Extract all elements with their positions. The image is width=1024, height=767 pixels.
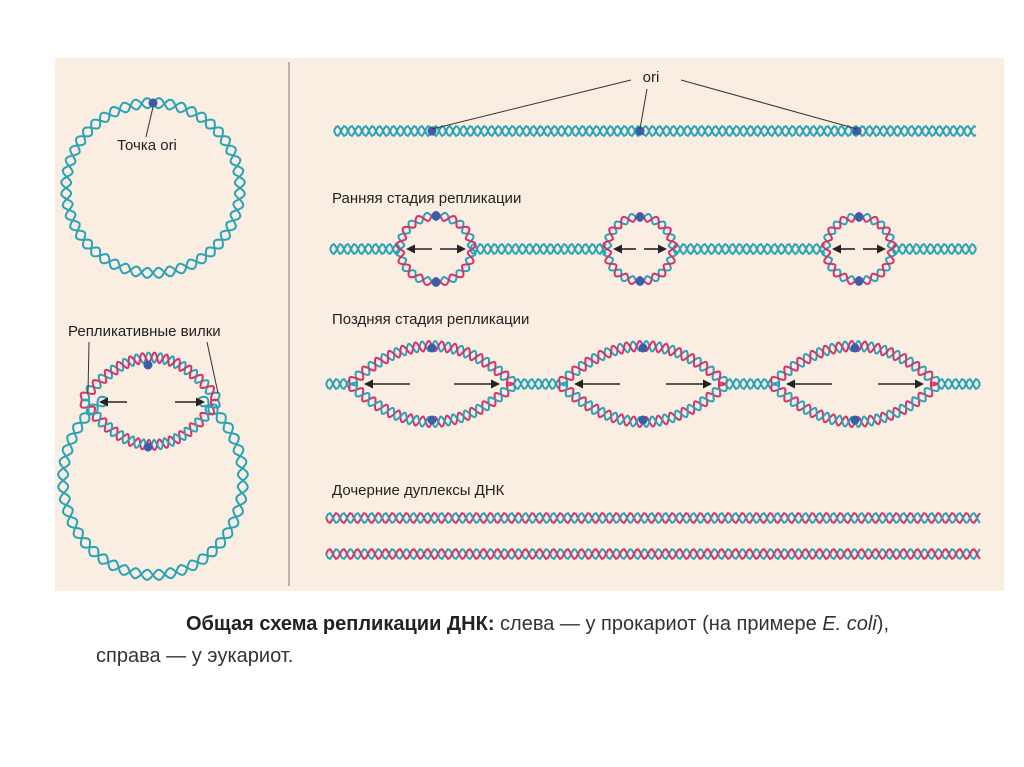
early-bubble-1-dot-top	[432, 212, 441, 221]
caption-species: E. coli	[822, 613, 876, 635]
late-bubble-1-dot-bottom	[428, 416, 437, 425]
circular-chromosome-strand-b	[61, 98, 244, 278]
early-segment-1-strand-b	[330, 244, 400, 254]
pointer-ori-3	[681, 80, 857, 129]
caption-text-1: слева — у прокариот (на примере	[495, 613, 823, 635]
caption-title: Общая схема репликации ДНК:	[186, 613, 495, 635]
replication-bubble-top-strand-b	[81, 353, 218, 401]
pointer-ori-point	[146, 107, 153, 137]
early-bubble-3-arrow-left-head	[832, 245, 841, 254]
late-bubble-2-arrow-right-head	[703, 380, 712, 389]
figure-caption: Общая схема репликации ДНК: слева — у пр…	[96, 608, 996, 672]
late-bubble-1-dot-top	[428, 344, 437, 353]
pointer-ori-1	[432, 80, 631, 129]
late-bubble-3-arrow-left-head	[786, 380, 795, 389]
early-bubble-1-dot-bottom	[432, 278, 441, 287]
ori-dot-bubble-bottom	[144, 443, 153, 452]
early-bubble-1-arrow-right-head	[457, 245, 466, 254]
early-bubble-2-arrow-right-head	[658, 245, 667, 254]
late-bubble-3-dot-top	[851, 344, 860, 353]
early-bubble-3-dot-bottom	[855, 277, 864, 286]
circular-chromosome-strand-a	[61, 98, 244, 278]
early-bubble-1-arrow-left-head	[406, 245, 415, 254]
early-bubble-2-arrow-left-head	[613, 245, 622, 254]
replication-bubble-bottom-strand-a	[81, 400, 218, 450]
label-late-stage: Поздняя стадия репликации	[332, 311, 529, 328]
early-bubble-3-arrow-right-head	[877, 245, 886, 254]
late-bubble-2-arrow-left-head	[574, 380, 583, 389]
ori-dot-bubble-top	[144, 361, 153, 370]
caption-line-2: справа — у эукариот.	[96, 640, 996, 672]
ori-dot-circular	[149, 99, 158, 108]
late-bubble-1-arrow-left-head	[364, 380, 373, 389]
late-bubble-3-arrow-right-head	[915, 380, 924, 389]
label-ori: ori	[643, 69, 660, 86]
early-bubble-2-dot-bottom	[636, 277, 645, 286]
label-early-stage: Ранняя стадия репликации	[332, 190, 521, 207]
label-ori-point: Точка ori	[117, 137, 177, 154]
early-bubble-3-dot-top	[855, 213, 864, 222]
replicating-circle-outer-strand-b	[58, 397, 248, 580]
late-bubble-1-arrow-right-head	[491, 380, 500, 389]
early-bubble-2-dot-top	[636, 213, 645, 222]
late-bubble-3-dot-bottom	[851, 416, 860, 425]
replicating-circle-outer-strand-a	[58, 397, 248, 580]
late-bubble-2-dot-bottom	[639, 416, 648, 425]
label-daughter-duplexes: Дочерние дуплексы ДНК	[332, 482, 505, 499]
pointer-ori-2	[640, 89, 647, 129]
label-replication-forks: Репликативные вилки	[68, 323, 221, 340]
late-bubble-2-dot-top	[639, 344, 648, 353]
caption-text-2: ),	[877, 613, 889, 635]
